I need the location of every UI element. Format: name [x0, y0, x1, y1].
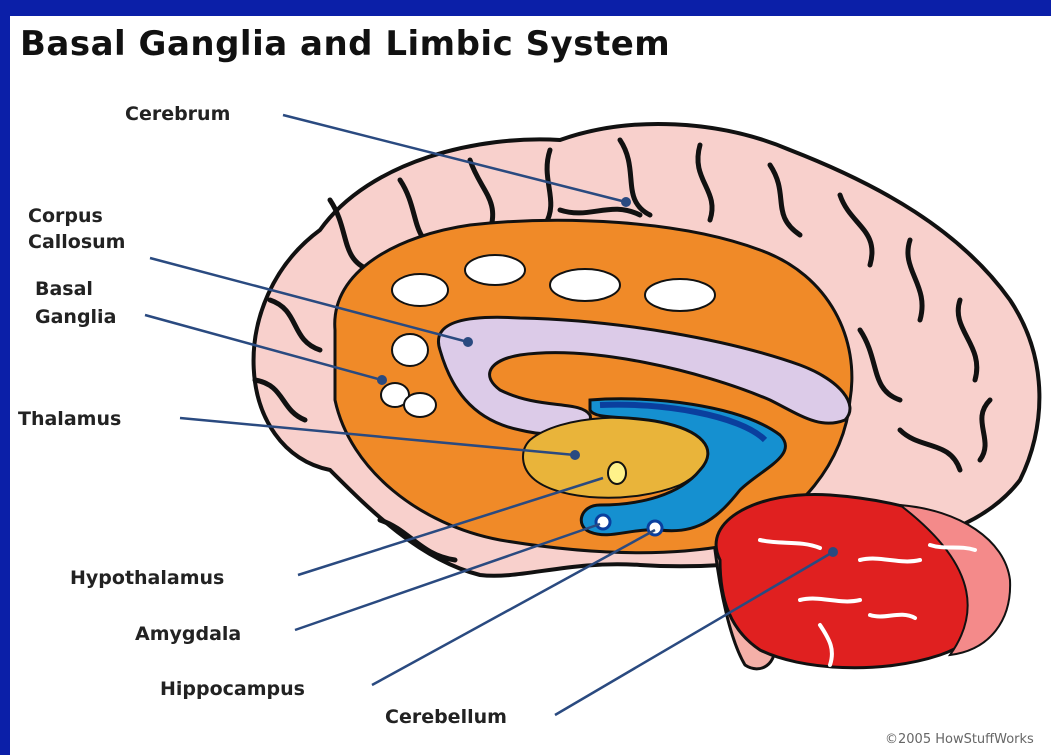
label-hippocampus: Hippocampus [160, 678, 305, 700]
label-basal-line1: Basal [35, 278, 93, 300]
label-hypothalamus: Hypothalamus [70, 567, 224, 589]
amygdala-dot [596, 515, 610, 529]
label-basal-line2: Ganglia [35, 306, 116, 328]
label-cerebrum: Cerebrum [125, 103, 230, 125]
label-corpus-line2: Callosum [28, 231, 125, 253]
label-amygdala: Amygdala [135, 623, 241, 645]
label-cerebellum: Cerebellum [385, 706, 507, 728]
hypothalamus-shape [608, 462, 626, 484]
label-corpus-line1: Corpus [28, 205, 103, 227]
copyright-credit: ©2005 HowStuffWorks [885, 732, 1034, 747]
label-thalamus: Thalamus [18, 408, 121, 430]
